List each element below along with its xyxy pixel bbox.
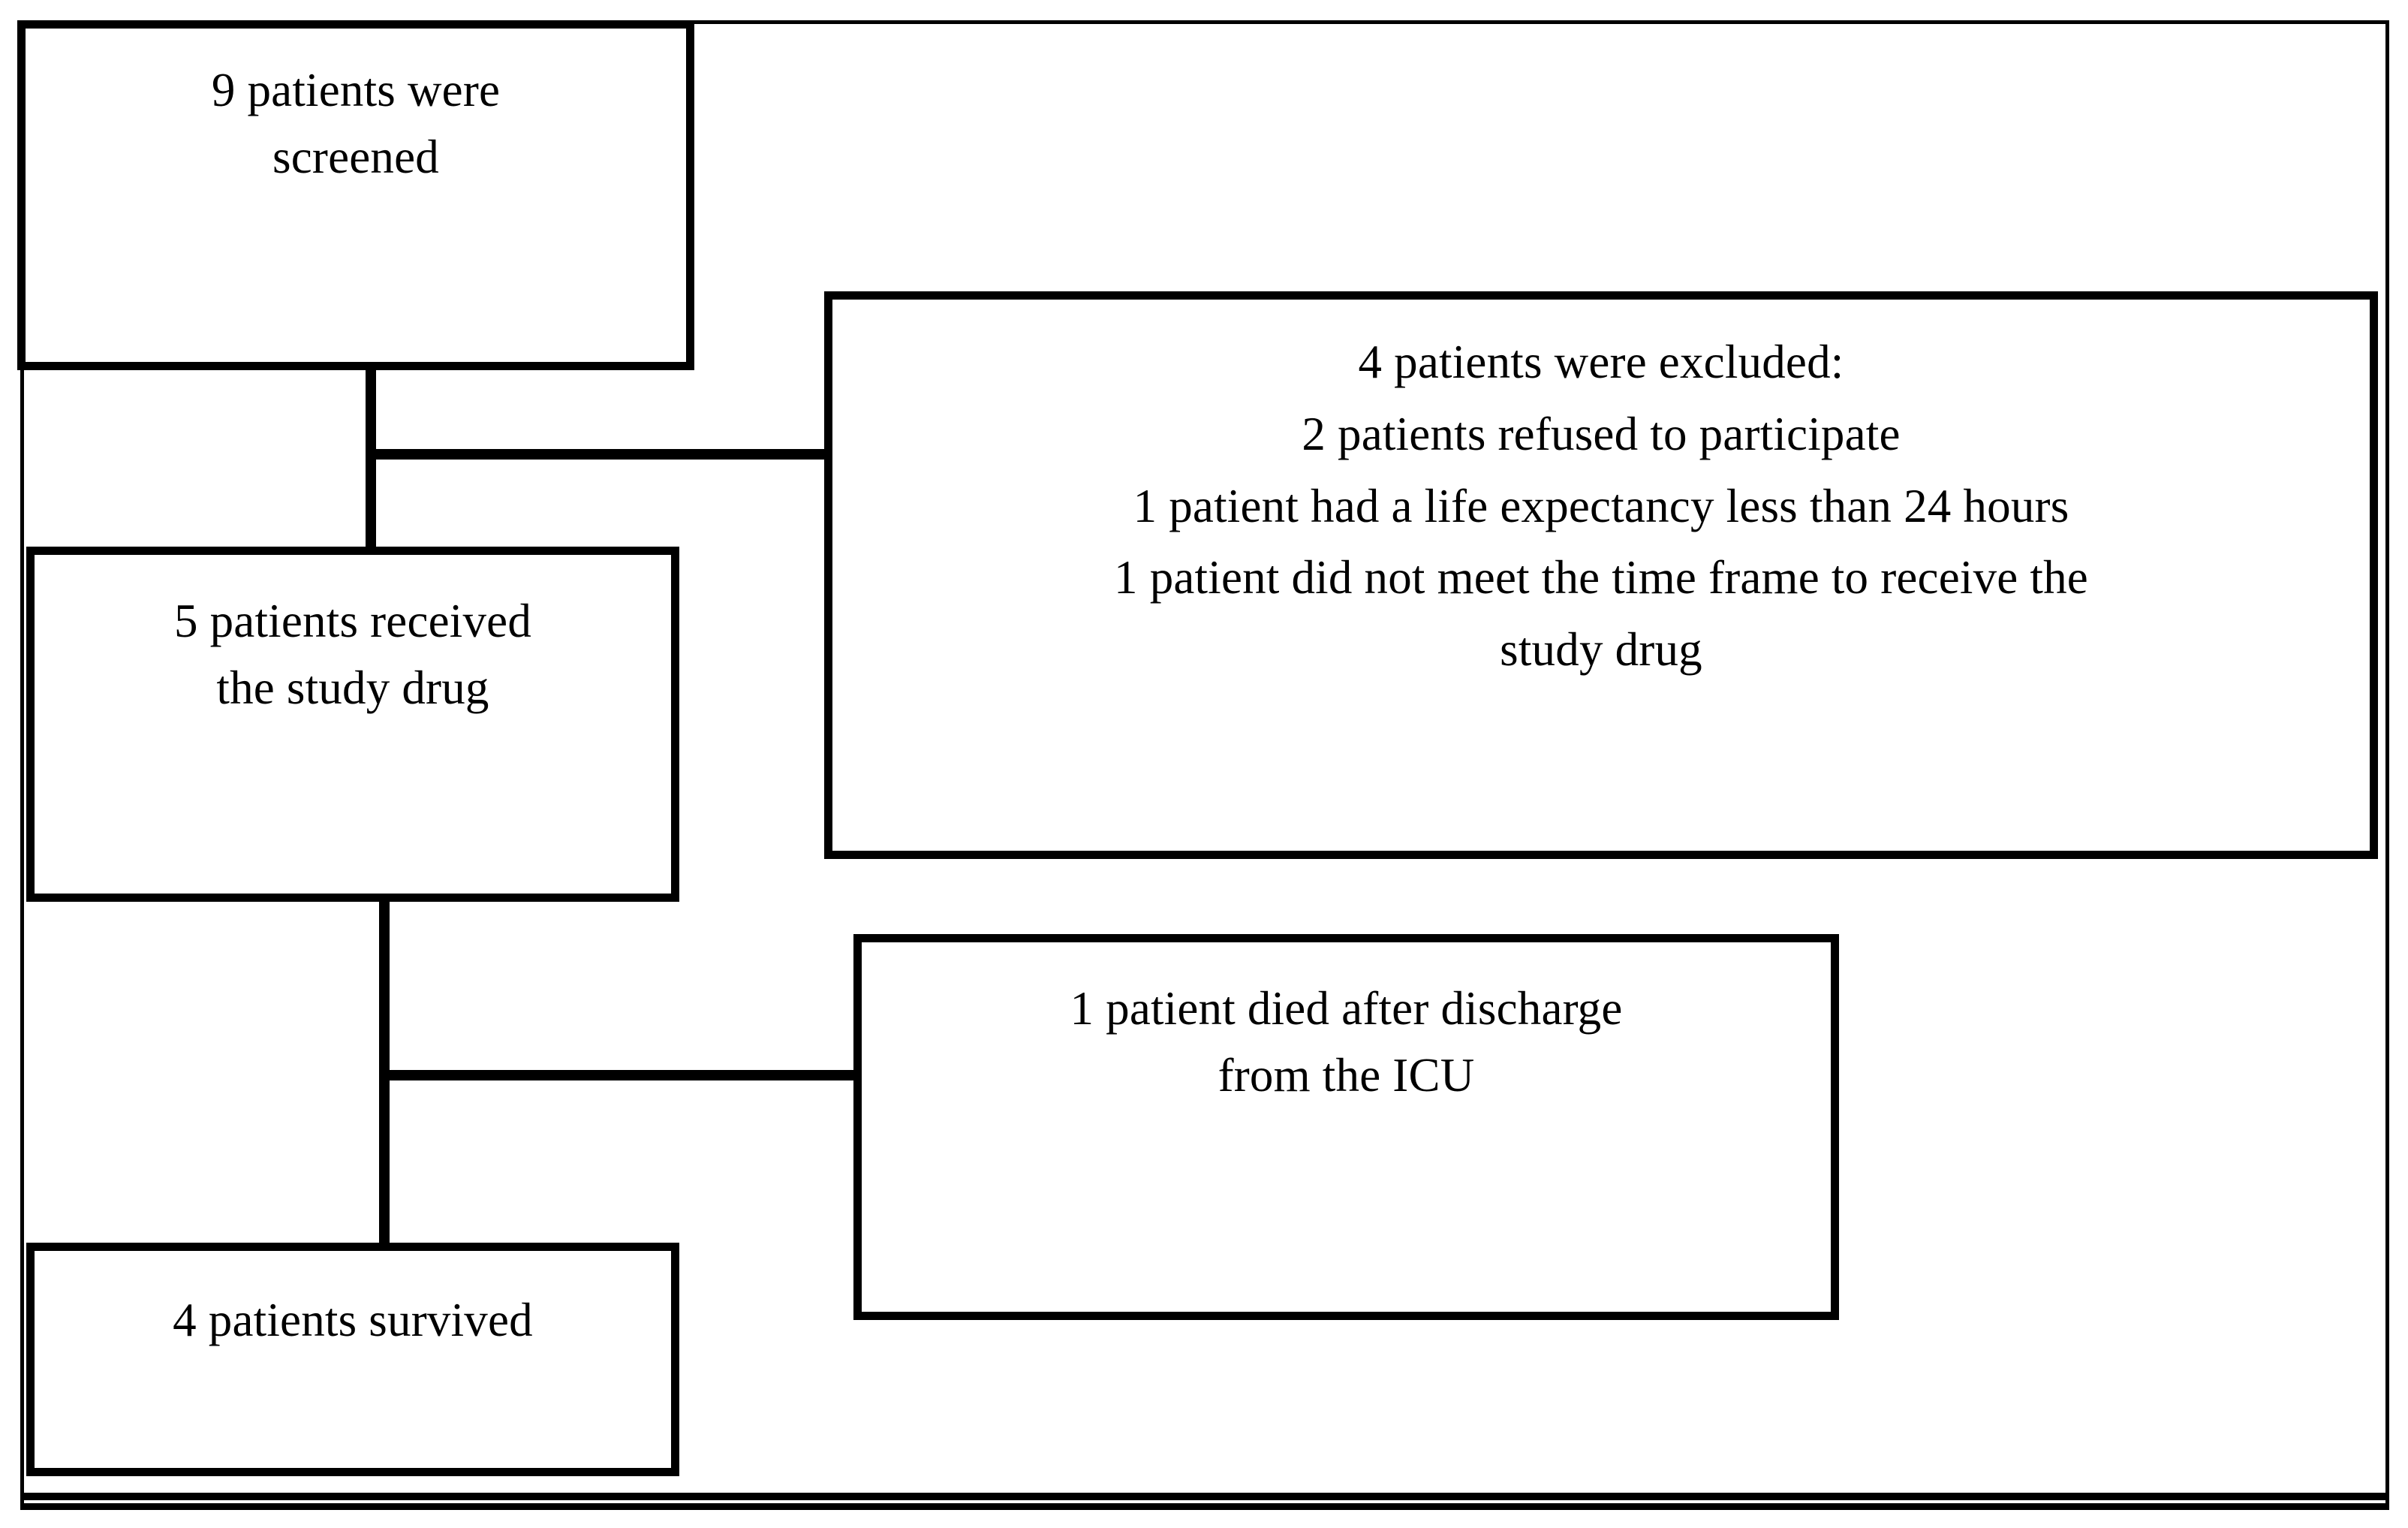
screened-box: 9 patients were screened xyxy=(17,20,694,370)
outer-frame-top-rule xyxy=(20,20,2389,24)
excluded-box-label: 4 patients were excluded: 2 patients ref… xyxy=(1114,336,2088,676)
died-after-discharge-box-label: 1 patient died after discharge from the … xyxy=(1070,982,1623,1102)
screened-box-label: 9 patients were screened xyxy=(211,64,501,184)
outer-frame-right-rule xyxy=(2385,20,2389,1505)
survived-box-label: 4 patients survived xyxy=(173,1294,533,1346)
connector-received-to-died xyxy=(379,1070,857,1080)
excluded-box: 4 patients were excluded: 2 patients ref… xyxy=(824,291,2378,859)
received-study-drug-box-label: 5 patients received the study drug xyxy=(173,595,532,715)
outer-frame-bottom-rule-lower xyxy=(20,1503,2389,1510)
received-study-drug-box: 5 patients received the study drug xyxy=(26,547,679,902)
outer-frame-bottom-rule-upper xyxy=(20,1493,2389,1500)
outer-frame-left-rule xyxy=(20,20,24,1505)
survived-box: 4 patients survived xyxy=(26,1243,679,1476)
connector-screened-to-excluded xyxy=(366,449,828,460)
died-after-discharge-box: 1 patient died after discharge from the … xyxy=(853,934,1839,1320)
